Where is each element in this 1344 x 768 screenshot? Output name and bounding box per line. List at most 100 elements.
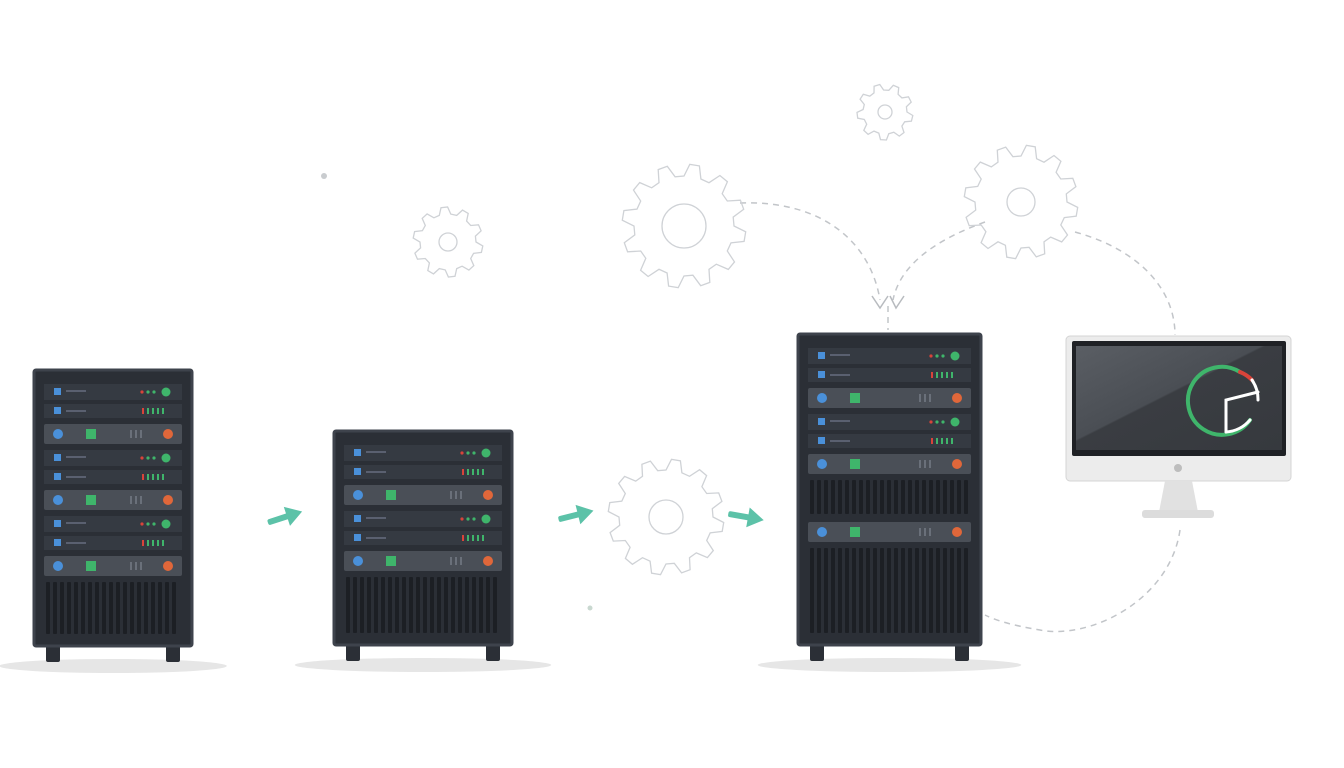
status-led	[935, 420, 939, 424]
decor-dot	[587, 605, 593, 611]
rack-unit	[44, 490, 182, 510]
status-led	[462, 469, 464, 475]
status-led	[482, 469, 484, 475]
arrow-right-icon	[558, 504, 594, 525]
gear-icon	[607, 458, 725, 576]
status-led	[354, 449, 361, 456]
status-led	[163, 429, 173, 439]
status-led	[472, 517, 476, 521]
servers	[0, 332, 1022, 673]
status-led	[152, 390, 156, 394]
status-led	[147, 474, 149, 480]
status-led	[929, 420, 933, 424]
status-led	[152, 456, 156, 460]
status-led	[162, 540, 164, 546]
status-led	[142, 540, 144, 546]
rack-unit	[44, 384, 182, 400]
status-led	[86, 429, 96, 439]
rack-unit	[44, 516, 182, 532]
status-led	[147, 408, 149, 414]
rack-unit	[44, 470, 182, 484]
rack-unit	[344, 551, 502, 571]
status-led	[460, 451, 464, 455]
rack-unit	[808, 388, 971, 408]
status-led	[54, 454, 61, 461]
status-led	[951, 438, 953, 444]
status-led	[472, 535, 474, 541]
status-led	[817, 393, 827, 403]
rack-unit	[44, 424, 182, 444]
status-led	[86, 561, 96, 571]
rack-unit	[344, 465, 502, 479]
status-led	[54, 473, 61, 480]
status-led	[146, 390, 150, 394]
status-led	[354, 515, 361, 522]
status-led	[818, 352, 825, 359]
rack-unit	[344, 511, 502, 527]
status-led	[53, 495, 63, 505]
status-led	[482, 535, 484, 541]
gear-icon	[412, 206, 484, 278]
status-led	[152, 540, 154, 546]
status-led	[941, 438, 943, 444]
status-led	[53, 561, 63, 571]
status-led	[946, 438, 948, 444]
status-led	[946, 372, 948, 378]
monitor-stand	[1159, 481, 1198, 512]
status-led	[936, 372, 938, 378]
status-led	[818, 371, 825, 378]
status-led	[850, 459, 860, 469]
status-led	[935, 354, 939, 358]
status-led	[146, 522, 150, 526]
status-led	[941, 372, 943, 378]
status-led	[466, 517, 470, 521]
gauge-icon	[1185, 364, 1260, 437]
status-led	[952, 459, 962, 469]
status-led	[54, 407, 61, 414]
vent-panel	[46, 582, 176, 634]
status-led	[161, 387, 171, 397]
connector-gear2-to-monitor	[1074, 231, 1176, 336]
status-led	[142, 474, 144, 480]
gears	[412, 83, 1079, 576]
rack-shadow	[294, 658, 552, 672]
status-led	[483, 490, 493, 500]
status-led	[162, 408, 164, 414]
converging-arrowheads	[871, 295, 905, 310]
status-led	[54, 539, 61, 546]
status-led	[931, 372, 933, 378]
monitor-button	[1174, 464, 1182, 472]
status-led	[140, 522, 144, 526]
connector-gear2-to-server	[892, 221, 986, 301]
status-led	[157, 540, 159, 546]
status-led	[817, 527, 827, 537]
monitor-screen	[1076, 346, 1282, 450]
status-led	[817, 459, 827, 469]
server-rack-icon	[294, 429, 552, 672]
status-led	[818, 418, 825, 425]
status-led	[86, 495, 96, 505]
status-led	[54, 520, 61, 527]
vent-panel	[810, 480, 968, 514]
connector-monitor-to-server	[984, 529, 1181, 633]
rack-unit	[44, 450, 182, 466]
status-led	[142, 408, 144, 414]
arrow-right-icon	[728, 507, 764, 528]
status-led	[157, 408, 159, 414]
status-led	[161, 453, 171, 463]
arrow-right-icon	[267, 506, 303, 526]
gear-icon	[856, 83, 914, 141]
rack-unit	[44, 536, 182, 550]
rack-unit	[808, 414, 971, 430]
rack-unit	[44, 556, 182, 576]
status-led	[161, 519, 171, 529]
status-led	[147, 540, 149, 546]
rack-unit	[808, 434, 971, 448]
status-led	[931, 438, 933, 444]
rack-unit	[808, 368, 971, 382]
status-led	[163, 561, 173, 571]
rack-unit	[344, 485, 502, 505]
status-led	[353, 556, 363, 566]
status-led	[146, 456, 150, 460]
status-led	[941, 354, 945, 358]
